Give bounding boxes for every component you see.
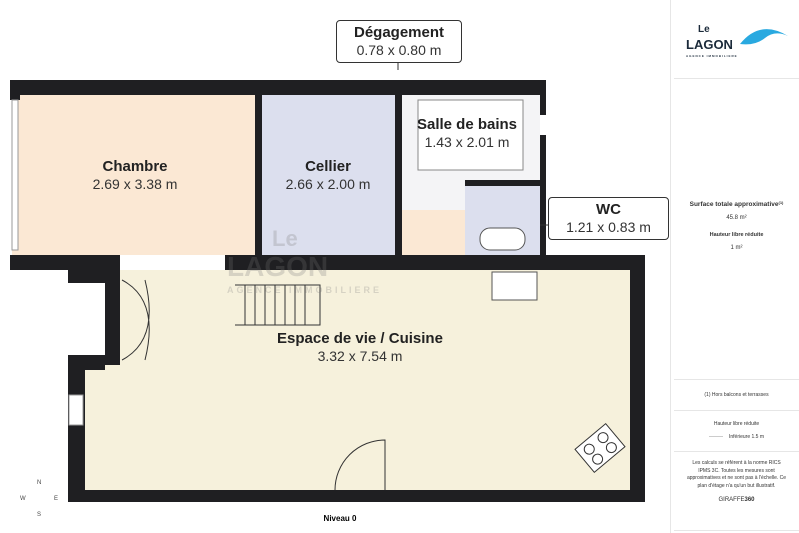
room-salle-de-bains: Salle de bains 1.43 x 2.01 m: [402, 116, 532, 151]
legend-line: [708, 436, 723, 438]
surface-section: Surface totale approximative(1) 45.8 m² …: [674, 79, 799, 380]
room-wc: WC 1.21 x 0.83 m: [548, 197, 669, 240]
floor-plan: Le LAGON AGENCE IMMOBILIERE Chambre 2.69…: [10, 0, 671, 533]
logo: Le LAGON AGENCE IMMOBILIERE: [674, 0, 799, 79]
compass-e: E: [54, 496, 59, 502]
height-label: Hauteur libre réduite: [709, 232, 764, 238]
logo-sub: AGENCE IMMOBILIERE: [686, 53, 738, 58]
bedroom-floor: [12, 95, 255, 255]
living-floor: [85, 270, 630, 490]
brand: GIRAFFE: [718, 497, 745, 503]
room-chambre: Chambre 2.69 x 3.38 m: [60, 158, 210, 193]
room-name: WC: [596, 201, 621, 218]
room-name: Espace de vie / Cuisine: [277, 330, 443, 347]
kitchen-sink: [491, 271, 538, 301]
legend-title: Hauteur libre réduite: [713, 421, 760, 427]
wave-icon: [740, 29, 788, 45]
height-value: 1 m²: [730, 245, 743, 251]
watermark-lagon: LAGON: [227, 251, 329, 283]
room-name: Dégagement: [353, 24, 445, 41]
watermark: Le LAGON AGENCE IMMOBILIERE: [227, 226, 382, 296]
legend: Hauteur libre réduite Inférieure 1.5 m: [674, 411, 799, 452]
surface-label: Surface totale approximative: [689, 201, 779, 208]
footnote: (1) Hors balcons et terrasses: [674, 380, 799, 411]
room-dims: 2.69 x 3.38 m: [92, 176, 178, 192]
cooktop: [574, 422, 626, 474]
compass-s: S: [37, 512, 42, 518]
cellier-floor: [262, 95, 395, 255]
floor-plan-drawing: [10, 20, 645, 502]
bathtub: [417, 99, 524, 171]
disclaimer-section: Les calculs se réfèrent à la norme RICS …: [674, 452, 799, 531]
compass-w: W: [20, 496, 26, 502]
closet-doors: [121, 279, 150, 361]
logo-le: Le: [698, 24, 710, 35]
room-name: Salle de bains: [416, 116, 518, 133]
room-degagement: Dégagement 0.78 x 0.80 m: [336, 20, 462, 63]
toilet: [479, 227, 526, 251]
windows: [11, 99, 84, 426]
legend-item: Inférieure 1.5 m: [728, 434, 765, 440]
room-dims: 3.32 x 7.54 m: [317, 348, 403, 364]
compass-icon: N W E S: [20, 480, 60, 520]
room-espace-de-vie: Espace de vie / Cuisine 3.32 x 7.54 m: [250, 330, 470, 365]
room-dims: 0.78 x 0.80 m: [356, 42, 442, 58]
level-label: Niveau 0: [323, 514, 357, 523]
brand-num: 360: [744, 497, 755, 503]
disclaimer: Les calculs se réfèrent à la norme RICS …: [686, 460, 787, 489]
walls: [10, 80, 645, 502]
watermark-le: Le: [272, 226, 298, 251]
surface-value: 45.8 m²: [726, 215, 747, 221]
room-dims: 1.43 x 2.01 m: [424, 134, 510, 150]
info-panel: Le LAGON AGENCE IMMOBILIERE Surface tota…: [674, 0, 799, 533]
compass-n: N: [37, 480, 42, 486]
logo-lagon: LAGON: [686, 36, 733, 52]
room-name: Cellier: [305, 158, 351, 175]
stairs: [235, 284, 321, 326]
room-dims: 1.21 x 0.83 m: [566, 219, 651, 235]
surface-note: (1): [778, 200, 784, 205]
room-dims: 2.66 x 2.00 m: [285, 176, 371, 192]
room-name: Chambre: [102, 158, 168, 175]
room-cellier: Cellier 2.66 x 2.00 m: [258, 158, 398, 193]
watermark-sub: AGENCE IMMOBILIERE: [227, 285, 383, 296]
entry-door: [334, 439, 386, 491]
hall-floor: [400, 210, 465, 262]
